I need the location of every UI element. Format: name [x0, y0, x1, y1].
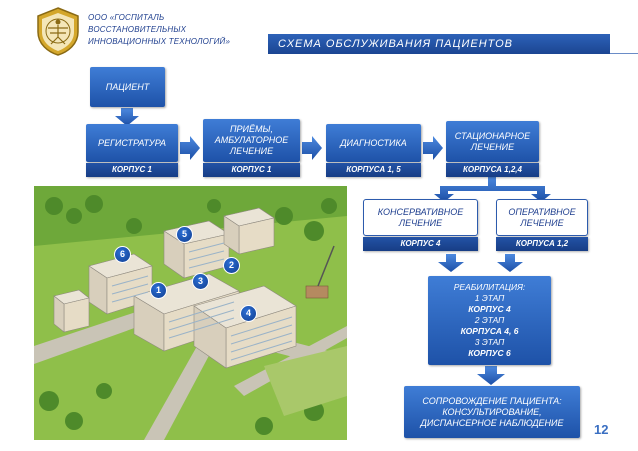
node-outpatient: ПРИЁМЫ, АМБУЛАТОРНОЕ ЛЕЧЕНИЕ — [203, 119, 300, 162]
tag-outpatient-building: КОРПУС 1 — [203, 163, 300, 177]
page-title: СХЕМА ОБСЛУЖИВАНИЯ ПАЦИЕНТОВ — [268, 34, 610, 54]
company-logo — [37, 7, 79, 56]
node-conservative-label: КОНСЕРВАТИВНОЕ ЛЕЧЕНИЕ — [377, 206, 464, 228]
rehab-stage2-building: КОРПУСА 4, 6 — [460, 326, 519, 336]
title-divider — [610, 34, 638, 54]
arrow-diagnostics-to-inpatient — [423, 136, 443, 160]
arrow-rehab-to-followup — [477, 366, 505, 385]
arrow-patient-to-registration — [115, 108, 139, 126]
node-diagnostics-label: ДИАГНОСТИКА — [340, 137, 407, 148]
arrow-registration-to-outpatient — [180, 136, 200, 160]
building-marker-6: 6 — [114, 246, 131, 263]
node-surgical-label: ОПЕРАТИВНОЕ ЛЕЧЕНИЕ — [508, 206, 576, 228]
tag-registration-building: КОРПУС 1 — [86, 163, 178, 177]
node-inpatient-label: СТАЦИОНАРНОЕ ЛЕЧЕНИЕ — [454, 130, 531, 152]
node-inpatient: СТАЦИОНАРНОЕ ЛЕЧЕНИЕ — [446, 121, 539, 162]
tag-diagnostics-building: КОРПУСА 1, 5 — [326, 163, 421, 177]
building-marker-3: 3 — [192, 273, 209, 290]
building-marker-4: 4 — [240, 305, 257, 322]
tag-inpatient-building: КОРПУСА 1,2,4 — [446, 163, 539, 177]
arrow-surgical-to-rehab — [497, 254, 523, 272]
arrow-conservative-to-rehab — [438, 254, 464, 272]
tag-conservative-building: КОРПУС 4 — [363, 237, 478, 251]
rehab-title: РЕАБИЛИТАЦИЯ: — [453, 282, 526, 292]
node-registration: РЕГИСТРАТУРА — [86, 124, 178, 162]
organization-name: ООО «ГОСПИТАЛЬ ВОССТАНОВИТЕЛЬНЫХ ИННОВАЦ… — [88, 13, 231, 46]
node-followup: СОПРОВОЖДЕНИЕ ПАЦИЕНТА: КОНСУЛЬТИРОВАНИЕ… — [404, 386, 580, 438]
node-rehabilitation: РЕАБИЛИТАЦИЯ: 1 ЭТАП КОРПУС 4 2 ЭТАП КОР… — [428, 276, 551, 365]
campus-map-illustration — [34, 186, 347, 440]
node-surgical: ОПЕРАТИВНОЕ ЛЕЧЕНИЕ — [496, 199, 588, 236]
node-registration-label: РЕГИСТРАТУРА — [98, 137, 166, 148]
rehab-stage3: 3 ЭТАП — [474, 337, 505, 347]
rehab-stage3-building: КОРПУС 6 — [468, 348, 511, 358]
node-followup-label: СОПРОВОЖДЕНИЕ ПАЦИЕНТА: КОНСУЛЬТИРОВАНИЕ… — [420, 395, 564, 428]
page-number: 12 — [594, 422, 609, 437]
node-patient: ПАЦИЕНТ — [90, 67, 165, 107]
node-conservative: КОНСЕРВАТИВНОЕ ЛЕЧЕНИЕ — [363, 199, 478, 236]
rehab-stage2: 2 ЭТАП — [474, 315, 505, 325]
building-marker-2: 2 — [223, 257, 240, 274]
node-outpatient-label: ПРИЁМЫ, АМБУЛАТОРНОЕ ЛЕЧЕНИЕ — [214, 124, 289, 156]
rehab-stage1-building: КОРПУС 4 — [468, 304, 511, 314]
rehab-stage1: 1 ЭТАП — [474, 293, 505, 303]
arrow-outpatient-to-diagnostics — [302, 136, 322, 160]
node-diagnostics: ДИАГНОСТИКА — [326, 124, 421, 162]
arrow-inpatient-split — [434, 176, 551, 202]
node-patient-label: ПАЦИЕНТ — [105, 81, 150, 92]
tag-surgical-building: КОРПУСА 1,2 — [496, 237, 588, 251]
building-marker-1: 1 — [150, 282, 167, 299]
building-marker-5: 5 — [176, 226, 193, 243]
